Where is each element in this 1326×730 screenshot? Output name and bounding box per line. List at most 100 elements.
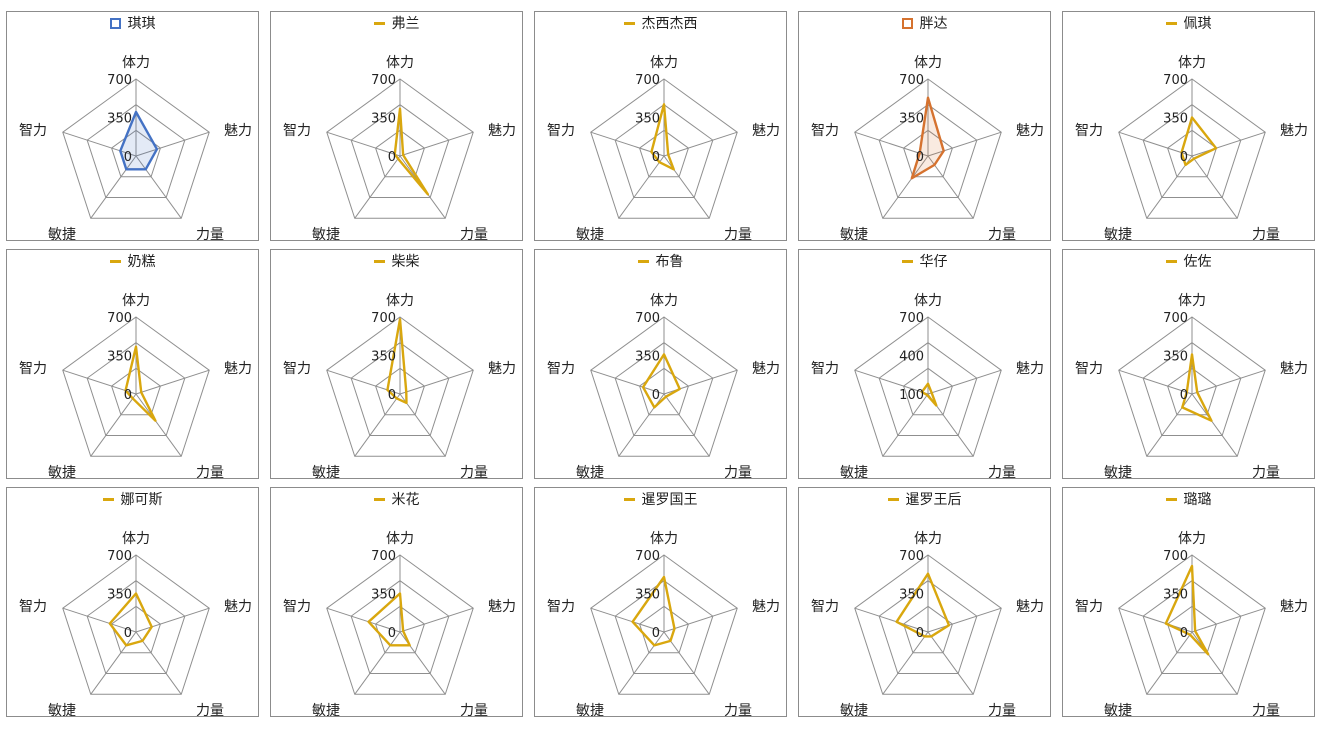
axis-spoke <box>90 631 137 695</box>
chart-legend: 暹罗国王 <box>535 490 786 508</box>
series-polygon <box>641 353 681 409</box>
tick-label: 700 <box>635 549 660 564</box>
series-polygon <box>119 110 159 171</box>
tick-label: 0 <box>124 626 132 641</box>
chart-legend: 柴柴 <box>271 252 522 270</box>
axis-spoke <box>90 393 137 457</box>
legend-marker <box>373 259 385 263</box>
legend-series-name: 佐佐 <box>1183 254 1212 270</box>
axis-label: 魅力 <box>488 599 516 615</box>
axis-label: 力量 <box>988 465 1016 479</box>
legend-series-name: 佩琪 <box>1183 16 1212 32</box>
grid-ring <box>350 104 450 199</box>
tick-label: 700 <box>371 549 396 564</box>
axis-spoke <box>326 607 401 633</box>
axis-spoke <box>663 607 738 633</box>
legend-series-name: 杰西杰西 <box>641 16 698 32</box>
chart-legend: 弗兰 <box>271 14 522 32</box>
grid-ring <box>590 78 738 219</box>
axis-spoke <box>326 131 401 157</box>
axis-label: 魅力 <box>224 599 252 615</box>
legend-series-name: 娜可斯 <box>120 492 163 508</box>
tick-label: 700 <box>371 311 396 326</box>
legend-series-name: 琪琪 <box>127 16 156 32</box>
tick-label: 350 <box>107 112 132 127</box>
tick-label: 350 <box>107 588 132 603</box>
axis-label: 体力 <box>1178 55 1206 71</box>
axis-label: 魅力 <box>488 361 516 377</box>
axis-spoke <box>590 369 665 395</box>
legend-marker <box>109 17 121 29</box>
grid-ring <box>111 605 161 654</box>
tick-label: 700 <box>107 549 132 564</box>
grid-ring <box>1167 367 1217 416</box>
axis-label: 敏捷 <box>1104 465 1132 479</box>
axis-label: 敏捷 <box>576 465 604 479</box>
tick-label: 350 <box>635 588 660 603</box>
grid-ring <box>326 554 474 695</box>
axis-spoke <box>1191 393 1238 457</box>
axis-spoke <box>1118 369 1193 395</box>
axis-label: 智力 <box>19 361 47 377</box>
axis-label: 力量 <box>724 465 752 479</box>
axis-label: 力量 <box>196 703 224 717</box>
axis-label: 力量 <box>724 703 752 717</box>
axis-label: 力量 <box>460 227 488 241</box>
legend-series-name: 米花 <box>391 492 420 508</box>
chart-legend: 布鲁 <box>535 252 786 270</box>
axis-spoke <box>1191 155 1238 219</box>
axis-label: 魅力 <box>224 123 252 139</box>
grid-ring <box>350 580 450 675</box>
axis-label: 敏捷 <box>840 703 868 717</box>
axis-spoke <box>399 607 474 633</box>
axis-spoke <box>854 131 929 157</box>
axis-label: 智力 <box>1075 123 1103 139</box>
chart-legend: 杰西杰西 <box>535 14 786 32</box>
chart-legend: 米花 <box>271 490 522 508</box>
tick-label: 700 <box>107 311 132 326</box>
grid-ring <box>350 342 450 437</box>
axis-label: 智力 <box>283 599 311 615</box>
grid-ring <box>375 605 425 654</box>
tick-label: 0 <box>916 626 924 641</box>
axis-spoke <box>618 631 665 695</box>
tick-label: 350 <box>371 112 396 127</box>
grid-ring <box>590 554 738 695</box>
grid-ring <box>903 129 953 178</box>
axis-label: 敏捷 <box>312 703 340 717</box>
axis-label: 体力 <box>122 531 150 547</box>
legend-marker <box>637 259 649 263</box>
grid-ring <box>375 129 425 178</box>
tick-label: 400 <box>899 350 924 365</box>
series-polygon <box>386 317 408 405</box>
axis-spoke <box>663 631 710 695</box>
axis-spoke <box>1118 131 1193 157</box>
tick-label: 350 <box>1163 112 1188 127</box>
axis-label: 智力 <box>1075 599 1103 615</box>
axis-spoke <box>135 131 210 157</box>
axis-spoke <box>354 155 401 219</box>
tick-label: 700 <box>1163 73 1188 88</box>
axis-label: 敏捷 <box>48 703 76 717</box>
axis-label: 敏捷 <box>576 703 604 717</box>
legend-series-name: 暹罗国王 <box>641 492 698 508</box>
series-polygon <box>124 345 157 422</box>
grid-ring <box>375 367 425 416</box>
axis-label: 魅力 <box>1280 361 1308 377</box>
chart-legend: 璐璐 <box>1063 490 1314 508</box>
axis-spoke <box>882 631 929 695</box>
tick-label: 700 <box>107 73 132 88</box>
axis-spoke <box>618 155 665 219</box>
legend-series-name: 弗兰 <box>391 16 420 32</box>
axis-spoke <box>854 369 929 395</box>
axis-label: 力量 <box>1252 227 1280 241</box>
axis-label: 力量 <box>988 227 1016 241</box>
